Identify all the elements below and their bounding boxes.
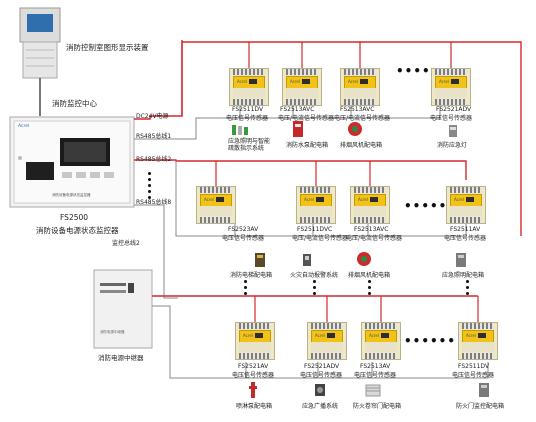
r3-2-type: 电压信号传感器 <box>300 372 343 379</box>
emergency-lamp-icon <box>449 125 457 137</box>
rs485-bus1-label: RS485总线1 <box>136 133 172 140</box>
sensor-r3-2: Acrel <box>307 322 347 360</box>
r3-1-model: FS2521AV <box>238 363 269 370</box>
sensor-r3-1: Acrel <box>235 322 275 360</box>
r3-1-device: 喷淋泵配电箱 <box>236 403 273 410</box>
r3-3-type: 电压信号传感器 <box>354 372 397 379</box>
r2-2-dots <box>313 280 316 298</box>
r2-1-device: 消防电梯配电箱 <box>230 272 273 279</box>
row3-ellipsis: •••••• <box>404 334 457 348</box>
r2-4-dots <box>466 280 469 298</box>
r2-3-device: 排烟风机配电箱 <box>348 272 391 279</box>
row2-ellipsis: •••••• <box>404 199 457 213</box>
sensor-r3-3: Acrel <box>361 322 401 360</box>
sensor-r2-2: Acrel <box>296 186 336 224</box>
monitor-bus-label: 监控总线2 <box>112 240 140 247</box>
sensor-r2-4: Acrel <box>446 186 486 224</box>
sprinkler-icon <box>249 382 257 398</box>
r1-4-model: FS2521ADV <box>436 106 472 113</box>
exit-sign-icon <box>232 125 248 135</box>
sensor-r1-3: Acrel <box>340 68 380 106</box>
sensor-r2-1: Acrel <box>196 186 236 224</box>
r1-3-device: 排烟风机配电箱 <box>340 142 383 149</box>
panel-nameplate: 消防设备电源状态监控器 <box>52 193 91 197</box>
monitoring-center-label: 消防监控中心 <box>52 99 97 108</box>
r3-2-model: FS2521ADV <box>304 363 340 370</box>
shutter-door-icon <box>365 384 381 397</box>
brand-logo: Acrel <box>18 124 30 129</box>
fire-door-icon <box>479 383 489 397</box>
r3-2-device: 应急广播系统 <box>302 403 339 410</box>
r1-2-type: 电压/电流信号传感器 <box>278 115 335 122</box>
r1-2-model: FS2513AVC <box>280 106 315 113</box>
sensor-r3-4: Acrel <box>458 322 498 360</box>
r2-1-type: 电压信号传感器 <box>222 235 265 242</box>
rs485-bus2-label: RS485总线2 <box>136 156 172 163</box>
relay-box-nameplate: 消防电源中继器 <box>100 330 125 334</box>
r2-1-dots <box>244 280 247 298</box>
r2-3-type: 电压/电流信号传感器 <box>346 235 403 242</box>
r1-1-device: 应急照明与智能 疏散指示系统 <box>228 138 271 152</box>
sensor-r1-2: Acrel <box>282 68 322 106</box>
r2-3-model: FS2513AVC <box>354 226 389 233</box>
r1-4-device: 消防应急灯 <box>437 142 468 149</box>
elevator-panel-icon <box>255 253 265 267</box>
fan-icon-2 <box>357 252 371 266</box>
fs2500-panel <box>9 116 135 208</box>
panel-name: 消防设备电源状态监控器 <box>36 226 119 235</box>
relay-box-label: 消防电源中继器 <box>98 354 144 362</box>
r3-1-type: 电压信号传感器 <box>232 372 275 379</box>
broadcast-icon <box>315 384 325 396</box>
r1-1-type: 电压信号传感器 <box>226 115 269 122</box>
r3-3-device: 防火卷帘门配电箱 <box>353 403 402 410</box>
graphic-display-label: 消防控制室图形显示装置 <box>66 43 149 52</box>
pump-panel-icon <box>293 121 303 137</box>
r3-4-device: 防火门监控配电箱 <box>456 403 505 410</box>
fan-icon <box>348 122 362 136</box>
graphic-display-cabinet <box>19 7 61 79</box>
r1-1-model: FS2511DV <box>232 106 264 113</box>
r1-3-model: FS2513AVC <box>340 106 375 113</box>
r1-2-device: 消防水泵配电箱 <box>286 142 329 149</box>
r2-4-type: 电压信号传感器 <box>444 235 487 242</box>
r3-4-type: 电压信号传感器 <box>452 372 495 379</box>
r2-1-model: FS2523AV <box>228 226 259 233</box>
r3-4-model: FS2511DV <box>458 363 490 370</box>
r1-4-type: 电压信号传感器 <box>430 115 473 122</box>
r3-3-model: FS2513AV <box>360 363 391 370</box>
r1-3-type: 电压/电流信号传感器 <box>334 115 391 122</box>
lighting-panel-icon <box>456 253 466 267</box>
r2-2-model: FS2511DVC <box>297 226 333 233</box>
panel-model: FS2500 <box>60 213 89 222</box>
rs485-bus8-label: RS485总线8 <box>136 199 172 206</box>
r2-2-device: 火灾自动报警系统 <box>290 272 339 279</box>
r2-2-type: 电压/电流信号传感器 <box>292 235 349 242</box>
sensor-r1-1: Acrel <box>229 68 269 106</box>
bus-ellipsis <box>148 172 151 202</box>
sensor-r1-4: Acrel <box>431 68 471 106</box>
fire-alarm-icon <box>303 254 311 266</box>
dc24v-label: DC24V电源 <box>136 113 169 120</box>
r2-4-model: FS2511AV <box>450 226 481 233</box>
sensor-r2-3: Acrel <box>350 186 390 224</box>
r2-4-device: 应急照明配电箱 <box>442 272 485 279</box>
relay-box <box>93 269 153 349</box>
r2-3-dots <box>368 280 371 298</box>
